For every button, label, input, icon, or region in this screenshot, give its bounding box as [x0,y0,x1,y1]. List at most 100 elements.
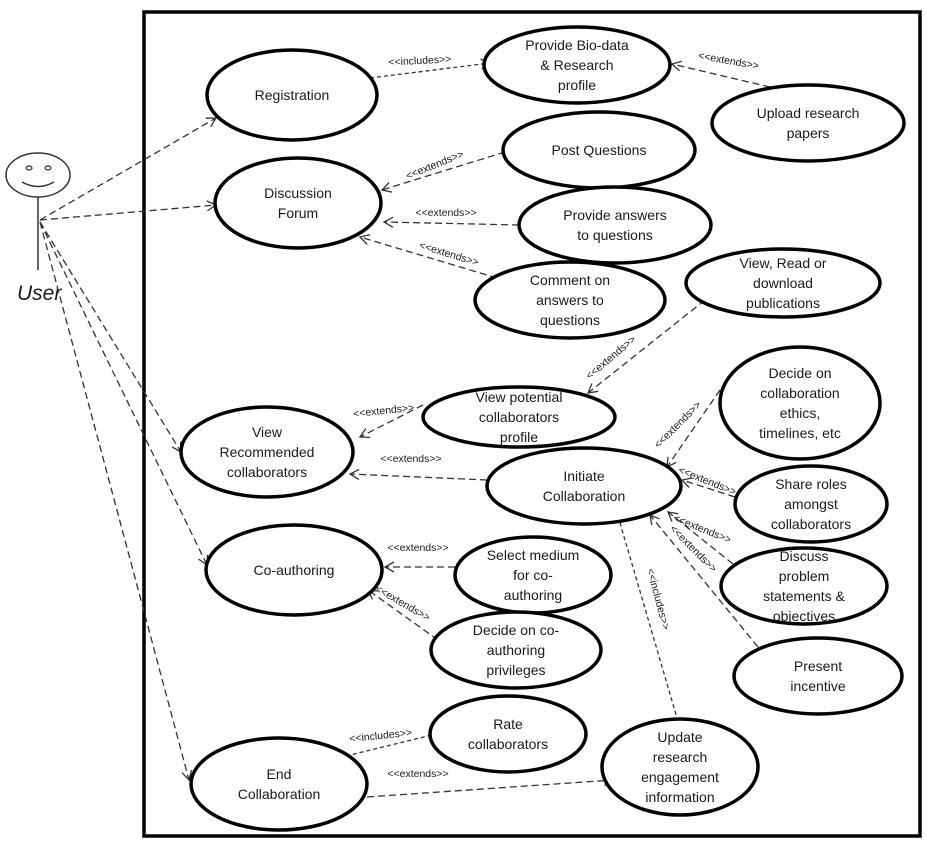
use-case-label: authoring [504,587,562,603]
use-case-label: timelines, etc [759,425,841,441]
use-case-label: Share roles [775,476,847,492]
stereotype-label: <<includes>> [644,567,672,631]
use-case-ellipse [482,25,672,105]
relationship-share-roles-to-initiate-collab: <<extends>> [676,464,737,498]
system-boundary [142,10,922,838]
dependency-arrow [666,389,721,469]
use-case-label: View potential [476,389,563,405]
use-case-ellipse [204,523,384,617]
use-case-label: Post Questions [552,142,647,158]
use-case-label: profile [558,77,596,93]
relationship-decide-ethics-to-initiate-collab: <<extends>> [652,389,721,469]
use-case-co-authoring[interactable]: Co-authoring [204,523,384,617]
use-case-label: Co-authoring [254,562,335,578]
use-case-label: collaborators [771,516,851,532]
use-case-ellipse [732,636,904,716]
relationship-initiate-collab-to-view-recommended: <<extends>> [348,453,488,481]
dependency-arrow [680,477,736,498]
use-case-label: to questions [577,227,653,243]
use-case-post-questions[interactable]: Post Questions [501,110,697,190]
use-case-ellipse [205,48,379,142]
dependency-arrow [666,511,734,565]
dependency-arrow [39,117,218,221]
relationship-actor-to-discussion-forum [39,200,218,221]
actor-user[interactable]: User [5,152,71,305]
use-case-ellipse [213,156,383,250]
use-case-label: publications [746,295,820,311]
use-case-ellipse [429,610,603,690]
use-case-label: Decide on [768,365,831,381]
use-case-label: Provide answers [563,207,667,223]
use-case-label: collaboration [760,385,839,401]
stereotype-label: <<extends>> [418,239,480,268]
use-case-label: ethics, [780,405,820,421]
stereotype-label: <<extends>> [676,464,737,498]
relationship-post-questions-to-discussion-forum: <<extends>> [380,148,506,193]
use-case-decide-ethics[interactable]: Decide on collaboration ethics, timelines, … [718,345,882,461]
use-case-label: problem [779,568,830,584]
relationship-comment-answers-to-discussion-forum: <<extends>> [358,234,498,279]
dependency-arrow [649,513,759,648]
use-case-ellipse [179,405,355,499]
actor-label: User [17,282,62,305]
use-case-label: Discussion [264,185,332,201]
dependency-arrow [39,221,193,782]
relationship-provide-answers-to-discussion-forum: <<extends>> [382,207,520,228]
use-case-ellipse [473,260,667,340]
dependency-arrow [345,729,442,757]
stereotype-label: <<extends>> [387,768,448,780]
relationship-initiate-collab-to-update-research: <<includes>> [617,515,685,737]
use-case-registration[interactable]: Registration [205,48,379,142]
use-case-label: End [267,766,292,782]
dependency-arrow [586,299,706,394]
dependency-arrow [358,234,498,279]
relationship-actor-to-end-collab [39,221,193,782]
use-case-label: Comment on [530,272,610,288]
use-case-label: research [653,749,707,765]
use-case-label: Present [794,658,842,674]
use-case-label: Discuss [779,548,828,564]
use-case-label: information [645,789,714,805]
use-case-ellipse [485,446,683,526]
use-case-label: & Research [540,57,613,73]
use-case-label: Recommended [220,444,315,460]
dependency-arrow [366,775,615,798]
dependency-arrow [358,404,424,439]
use-case-label: Forum [278,205,318,221]
relationship-end-collab-to-update-research: <<extends>> [366,768,615,798]
use-case-ellipse [710,83,906,163]
use-case-label: answers to [536,292,604,308]
actor-eye-icon [44,165,52,171]
use-case-label: Decide on co- [473,622,560,638]
dependency-arrow [348,468,488,481]
stereotype-label: <<extends>> [387,542,448,554]
use-case-ellipse [517,185,713,265]
use-case-label: privileges [486,662,545,678]
use-case-provide-answers[interactable]: Provide answers to questions [517,185,713,265]
use-case-label: incentive [790,678,845,694]
use-case-present-incentive[interactable]: Present incentive [732,636,904,716]
use-case-label: Collaboration [543,488,626,504]
stereotype-label: <<extends>> [380,453,441,465]
relationship-actor-to-registration [39,117,218,221]
use-case-label: download [753,275,813,291]
use-case-ellipse [421,385,617,449]
use-case-ellipse [719,546,889,626]
